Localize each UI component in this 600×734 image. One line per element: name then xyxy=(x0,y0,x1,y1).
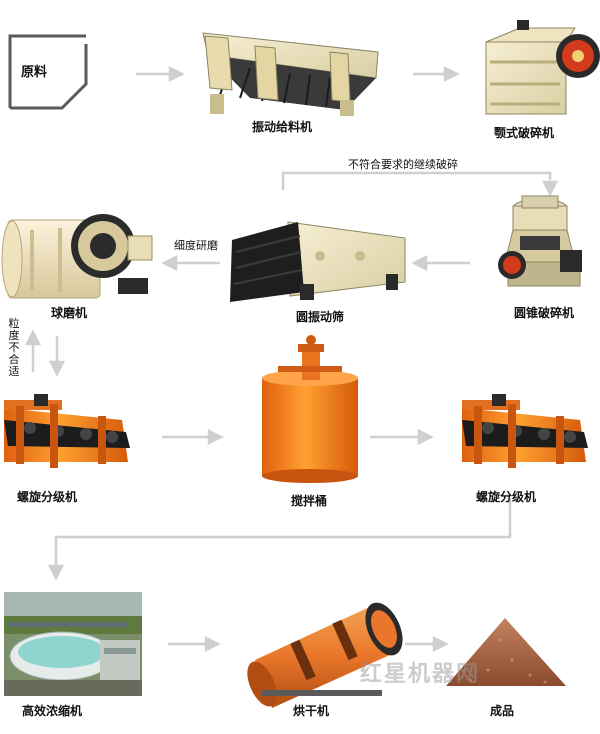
size-unfit-note: 粒度不合适 xyxy=(8,317,20,378)
product-pile-image xyxy=(446,618,566,686)
flow-arrows xyxy=(24,65,559,653)
fine-grinding-note: 细度研磨 xyxy=(174,239,218,252)
spiral-classifier-right-image xyxy=(462,394,588,468)
ball-mill-label: 球磨机 xyxy=(51,306,88,320)
agitation-tank-image xyxy=(262,335,358,483)
raw-material-box xyxy=(8,34,88,110)
vibrating-feeder-label: 振动给料机 xyxy=(252,120,313,134)
spiral-classifier-left-image xyxy=(4,394,130,468)
watermark: 红星机器网 xyxy=(360,662,481,687)
spiral-classifier-right-label: 螺旋分级机 xyxy=(476,490,537,504)
cone-crusher-label: 圆锥破碎机 xyxy=(514,306,575,320)
raw-material-label: 原料 xyxy=(21,65,48,80)
thickener-label: 高效浓缩机 xyxy=(22,704,83,718)
jaw-crusher-image xyxy=(485,20,600,115)
jaw-crusher-label: 颚式破碎机 xyxy=(494,126,555,140)
agitation-tank-label: 搅拌桶 xyxy=(291,494,328,508)
vibrating-screen-image xyxy=(230,221,406,302)
spiral-classifier-left-label: 螺旋分级机 xyxy=(17,490,78,504)
ball-mill-image xyxy=(1,214,153,299)
product-label: 成品 xyxy=(490,704,515,718)
cone-crusher-image xyxy=(498,195,582,287)
recrush-note: 不符合要求的继续破碎 xyxy=(348,158,458,171)
vibrating-screen-label: 圆振动筛 xyxy=(296,310,345,324)
rotary-dryer-image xyxy=(247,602,403,708)
dryer-label: 烘干机 xyxy=(293,704,330,718)
vibrating-feeder-image xyxy=(202,32,379,116)
thickener-image xyxy=(4,592,142,696)
